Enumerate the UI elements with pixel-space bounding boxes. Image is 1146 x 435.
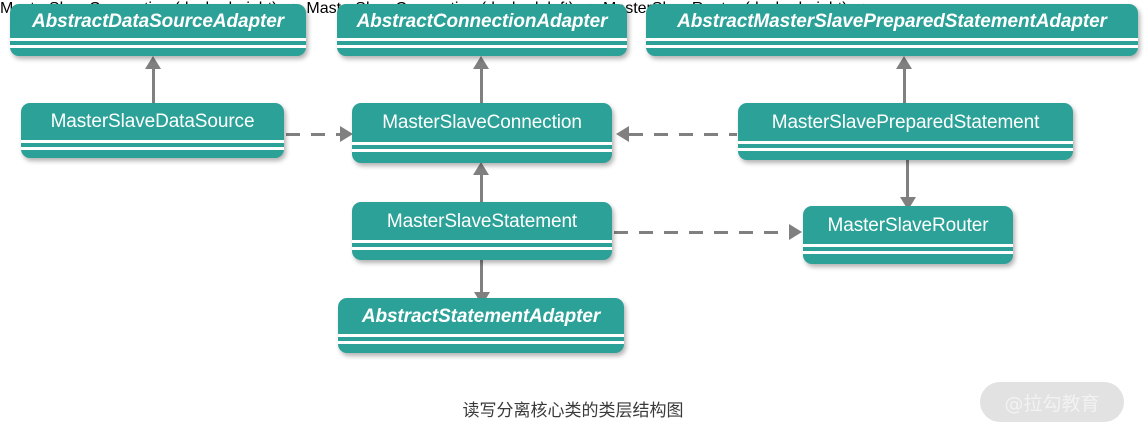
- class-gap: [352, 145, 612, 149]
- class-separator: [337, 38, 627, 41]
- class-name-abstract-datasource-adapter: AbstractDataSourceAdapter: [32, 10, 284, 32]
- class-gap: [352, 243, 612, 247]
- arrowhead-left-connection-from-preparedstatement: [616, 126, 629, 142]
- class-separator: [646, 38, 1138, 41]
- class-members-masterslave-statement: [352, 250, 612, 260]
- edge-preparedstatement-to-abstract-ms-ps-adapter: [903, 62, 906, 106]
- class-name-abstract-statement-adapter: AbstractStatementAdapter: [361, 305, 601, 327]
- class-members-abstract-datasource-adapter: [10, 48, 306, 56]
- class-box-masterslave-connection[interactable]: MasterSlaveConnection: [352, 103, 612, 163]
- class-name-masterslave-statement: MasterSlaveStatement: [386, 210, 578, 232]
- class-box-masterslave-router[interactable]: MasterSlaveRouter: [803, 206, 1013, 264]
- class-separator: [803, 244, 1013, 247]
- edge-statement-to-abstract-statement-adapter: [480, 258, 483, 302]
- class-gap: [21, 143, 284, 147]
- class-box-abstract-datasource-adapter[interactable]: AbstractDataSourceAdapter: [10, 4, 306, 56]
- edge-preparedstatement-to-connection: [629, 133, 737, 136]
- arrowhead-up-abstract-datasource-adapter: [145, 56, 161, 69]
- edge-datasource-to-connection: [286, 133, 340, 136]
- class-separator: [352, 247, 612, 250]
- class-separator: [21, 140, 284, 143]
- class-separator: [338, 341, 624, 344]
- watermark-badge: @拉勾教育: [980, 382, 1124, 422]
- class-separator: [21, 147, 284, 150]
- arrowhead-up-connection-from-statement: [473, 162, 489, 175]
- class-members-masterslave-connection: [352, 152, 612, 163]
- class-separator: [10, 45, 306, 48]
- class-name-abstract-connection-adapter: AbstractConnectionAdapter: [356, 10, 608, 32]
- class-name-masterslave-preparedstatement: MasterSlavePreparedStatement: [771, 111, 1040, 133]
- arrowhead-right-router-from-statement: [789, 224, 802, 240]
- class-separator: [738, 141, 1073, 144]
- class-members-masterslave-datasource: [21, 150, 284, 158]
- class-separator: [646, 45, 1138, 48]
- class-members-masterslave-preparedstatement: [738, 151, 1073, 160]
- class-separator: [352, 142, 612, 145]
- class-members-abstract-connection-adapter: [337, 48, 627, 56]
- class-separator: [352, 240, 612, 243]
- arrowhead-up-abstract-connection-adapter: [473, 56, 489, 69]
- class-name-masterslave-connection: MasterSlaveConnection: [382, 112, 582, 133]
- class-separator: [10, 38, 306, 41]
- class-box-masterslave-datasource[interactable]: MasterSlaveDataSource: [21, 103, 284, 158]
- edge-datasource-to-abstract-datasource-adapter: [152, 62, 155, 106]
- class-box-abstract-masterslave-preparedstatement-adapter[interactable]: AbstractMasterSlavePreparedStatementAdap…: [646, 4, 1138, 56]
- class-separator: [352, 149, 612, 152]
- class-members-abstract-statement-adapter: [338, 344, 624, 353]
- edge-statement-to-router: [614, 231, 790, 234]
- class-separator: [337, 45, 627, 48]
- arrowhead-right-connection-from-datasource: [340, 126, 353, 142]
- class-name-abstract-masterslave-preparedstatement-adapter: AbstractMasterSlavePreparedStatementAdap…: [677, 10, 1107, 32]
- class-separator: [803, 251, 1013, 254]
- class-separator: [338, 334, 624, 337]
- class-members-abstract-masterslave-preparedstatement-adapter: [646, 48, 1138, 56]
- class-gap: [738, 144, 1073, 148]
- class-gap: [646, 41, 1138, 45]
- class-gap: [10, 41, 306, 45]
- class-name-masterslave-datasource: MasterSlaveDataSource: [50, 111, 255, 132]
- class-gap: [337, 41, 627, 45]
- edge-preparedstatement-to-router: [906, 160, 909, 203]
- class-separator: [738, 148, 1073, 151]
- edge-statement-to-connection: [480, 168, 483, 206]
- class-box-masterslave-preparedstatement[interactable]: MasterSlavePreparedStatement: [738, 103, 1073, 160]
- class-gap: [803, 247, 1013, 251]
- diagram-caption: 读写分离核心类的类层结构图: [462, 401, 684, 421]
- class-name-masterslave-router: MasterSlaveRouter: [827, 214, 989, 236]
- class-members-masterslave-router: [803, 254, 1013, 264]
- class-box-abstract-connection-adapter[interactable]: AbstractConnectionAdapter: [337, 4, 627, 56]
- class-box-masterslave-statement[interactable]: MasterSlaveStatement: [352, 202, 612, 260]
- arrowhead-up-abstract-ms-ps-adapter: [896, 56, 912, 69]
- edge-connection-to-abstract-connection-adapter: [480, 62, 483, 106]
- class-box-abstract-statement-adapter[interactable]: AbstractStatementAdapter: [338, 298, 624, 353]
- class-gap: [338, 337, 624, 341]
